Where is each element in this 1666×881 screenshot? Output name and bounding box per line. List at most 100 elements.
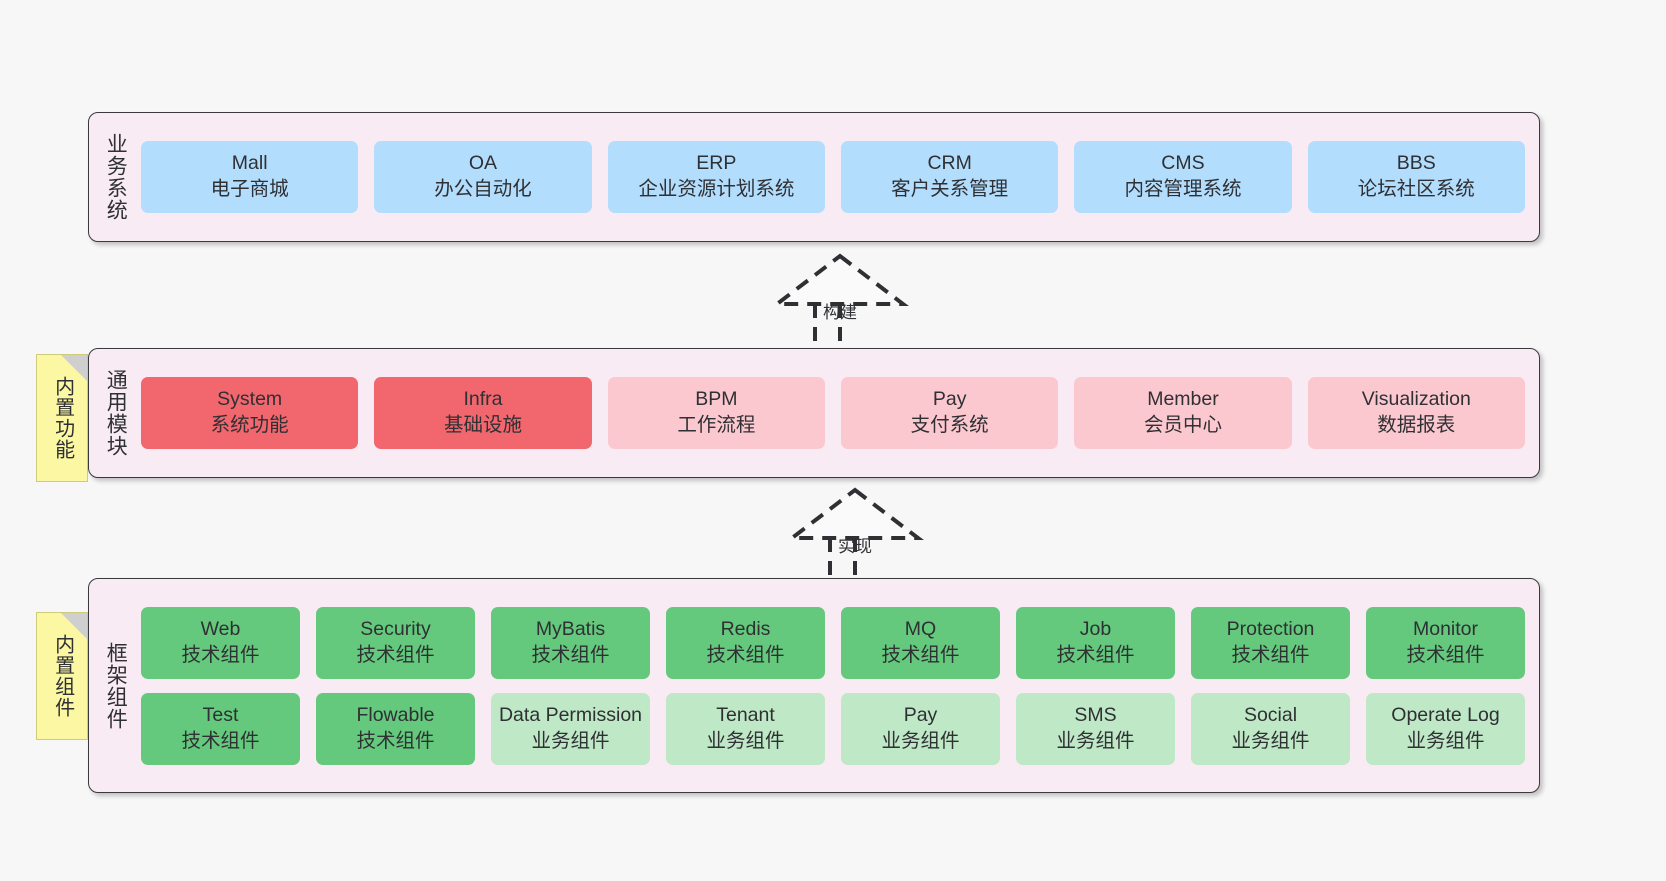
node-pay-component[interactable]: Pay 业务组件: [841, 692, 1000, 765]
node-bbs[interactable]: BBS 论坛社区系统: [1307, 141, 1525, 213]
layer-title-framework-components: 框架组件: [104, 641, 128, 730]
node-label-cn: 办公自动化: [434, 178, 532, 200]
node-label-en: Data Permission: [498, 703, 643, 726]
node-label-cn: 支付系统: [910, 414, 989, 436]
node-label-cn: 技术组件: [356, 643, 435, 666]
node-label-en: Pay: [903, 703, 938, 726]
node-label-en: Infra: [463, 388, 503, 411]
node-label-cn: 业务组件: [881, 729, 960, 752]
node-label-cn: 技术组件: [1406, 643, 1485, 666]
node-bpm[interactable]: BPM 工作流程: [607, 377, 825, 449]
realization-triangle-head: [771, 253, 909, 306]
node-label-cn: 工作流程: [677, 414, 756, 436]
connector-realize: 实现: [770, 486, 940, 596]
node-label-cn: 业务组件: [706, 729, 785, 752]
node-label-en: BPM: [695, 388, 738, 411]
node-infra[interactable]: Infra 基础设施: [374, 377, 592, 449]
note-builtin-function[interactable]: 内置功能: [36, 354, 88, 482]
node-test[interactable]: Test 技术组件: [141, 692, 300, 765]
layer-body-common-modules: System 系统功能 Infra 基础设施 BPM 工作流程 Pay 支付系统…: [141, 349, 1539, 477]
node-pay-module[interactable]: Pay 支付系统: [840, 377, 1059, 449]
node-label-en: Tenant: [716, 703, 775, 726]
layer-row: Test 技术组件 Flowable 技术组件 Data Permission …: [141, 692, 1525, 765]
node-mall[interactable]: Mall 电子商城: [141, 141, 359, 213]
node-label-en: Social: [1243, 703, 1298, 726]
node-label-en: CMS: [1161, 152, 1205, 175]
connector-build: 构建: [755, 252, 925, 362]
layer-body-framework-components: Web 技术组件 Security 技术组件 MyBatis 技术组件 Redi…: [141, 579, 1539, 792]
node-label-cn: 业务组件: [1231, 729, 1310, 752]
node-erp[interactable]: ERP 企业资源计划系统: [607, 141, 825, 213]
node-member[interactable]: Member 会员中心: [1074, 377, 1292, 449]
node-label-cn: 会员中心: [1143, 414, 1222, 436]
node-monitor[interactable]: Monitor 技术组件: [1366, 606, 1525, 679]
layer-business-system[interactable]: 业务系统 Mall 电子商城 OA 办公自动化 ERP 企业资源计划系统 CRM…: [88, 112, 1540, 242]
node-label-cn: 技术组件: [181, 729, 260, 752]
node-system[interactable]: System 系统功能: [141, 377, 359, 449]
node-oa[interactable]: OA 办公自动化: [374, 141, 592, 213]
node-label-cn: 基础设施: [443, 414, 522, 436]
node-visualization[interactable]: Visualization 数据报表: [1307, 377, 1525, 449]
connector-label-build: 构建: [823, 303, 857, 322]
node-redis[interactable]: Redis 技术组件: [666, 606, 825, 679]
layer-row: Mall 电子商城 OA 办公自动化 ERP 企业资源计划系统 CRM 客户关系…: [141, 141, 1525, 213]
layer-common-modules[interactable]: 通用模块 System 系统功能 Infra 基础设施 BPM 工作流程 Pay…: [88, 348, 1540, 478]
node-crm[interactable]: CRM 客户关系管理: [840, 141, 1059, 213]
node-label-en: Mall: [231, 152, 268, 175]
node-label-en: Monitor: [1412, 617, 1479, 640]
node-label-en: Security: [360, 617, 431, 640]
node-label-cn: 系统功能: [210, 414, 289, 436]
note-builtin-component[interactable]: 内置组件: [36, 612, 88, 740]
node-label-en: Redis: [720, 617, 771, 640]
node-label-en: Web: [200, 617, 241, 640]
node-label-cn: 技术组件: [1231, 643, 1310, 666]
node-label-cn: 技术组件: [706, 643, 785, 666]
node-label-en: CRM: [927, 152, 972, 175]
node-sms[interactable]: SMS 业务组件: [1016, 692, 1175, 765]
layer-row: System 系统功能 Infra 基础设施 BPM 工作流程 Pay 支付系统…: [141, 377, 1525, 449]
node-security[interactable]: Security 技术组件: [316, 606, 475, 679]
node-label-en: Pay: [932, 388, 967, 411]
connector-label-realize: 实现: [838, 537, 872, 556]
node-label-cn: 业务组件: [1056, 729, 1135, 752]
node-social[interactable]: Social 业务组件: [1191, 692, 1350, 765]
layer-title-common-modules: 通用模块: [104, 369, 128, 457]
node-label-cn: 技术组件: [531, 643, 610, 666]
node-label-cn: 技术组件: [881, 643, 960, 666]
node-label-cn: 论坛社区系统: [1357, 178, 1475, 200]
node-label-en: Member: [1147, 388, 1219, 411]
node-label-en: Visualization: [1361, 388, 1471, 411]
node-label-en: SMS: [1074, 703, 1117, 726]
layer-framework-components[interactable]: 框架组件 Web 技术组件 Security 技术组件 MyBatis 技术组件…: [88, 578, 1540, 793]
node-protection[interactable]: Protection 技术组件: [1191, 606, 1350, 679]
node-label-en: MQ: [904, 617, 937, 640]
node-label-cn: 客户关系管理: [891, 178, 1009, 200]
node-mq[interactable]: MQ 技术组件: [841, 606, 1000, 679]
node-label-en: Flowable: [356, 703, 435, 726]
node-flowable[interactable]: Flowable 技术组件: [316, 692, 475, 765]
node-tenant[interactable]: Tenant 业务组件: [666, 692, 825, 765]
node-job[interactable]: Job 技术组件: [1016, 606, 1175, 679]
node-label-cn: 业务组件: [531, 729, 610, 752]
node-web[interactable]: Web 技术组件: [141, 606, 300, 679]
layer-row: Web 技术组件 Security 技术组件 MyBatis 技术组件 Redi…: [141, 606, 1525, 679]
realization-triangle-head: [786, 487, 924, 540]
node-label-cn: 电子商城: [210, 178, 289, 200]
node-cms[interactable]: CMS 内容管理系统: [1074, 141, 1292, 213]
node-label-cn: 技术组件: [356, 729, 435, 752]
node-label-en: ERP: [696, 152, 737, 175]
node-label-en: Protection: [1226, 617, 1315, 640]
node-label-en: BBS: [1396, 152, 1436, 175]
node-operate-log[interactable]: Operate Log 业务组件: [1366, 692, 1525, 765]
node-label-cn: 技术组件: [181, 643, 260, 666]
layer-title-business-system: 业务系统: [104, 133, 128, 221]
node-data-permission[interactable]: Data Permission 业务组件: [491, 692, 650, 765]
node-label-cn: 数据报表: [1377, 414, 1456, 436]
node-label-en: OA: [468, 152, 498, 175]
node-label-cn: 技术组件: [1056, 643, 1135, 666]
node-label-cn: 业务组件: [1406, 729, 1485, 752]
node-label-en: Operate Log: [1391, 703, 1500, 726]
node-label-en: Test: [202, 703, 239, 726]
node-mybatis[interactable]: MyBatis 技术组件: [491, 606, 650, 679]
